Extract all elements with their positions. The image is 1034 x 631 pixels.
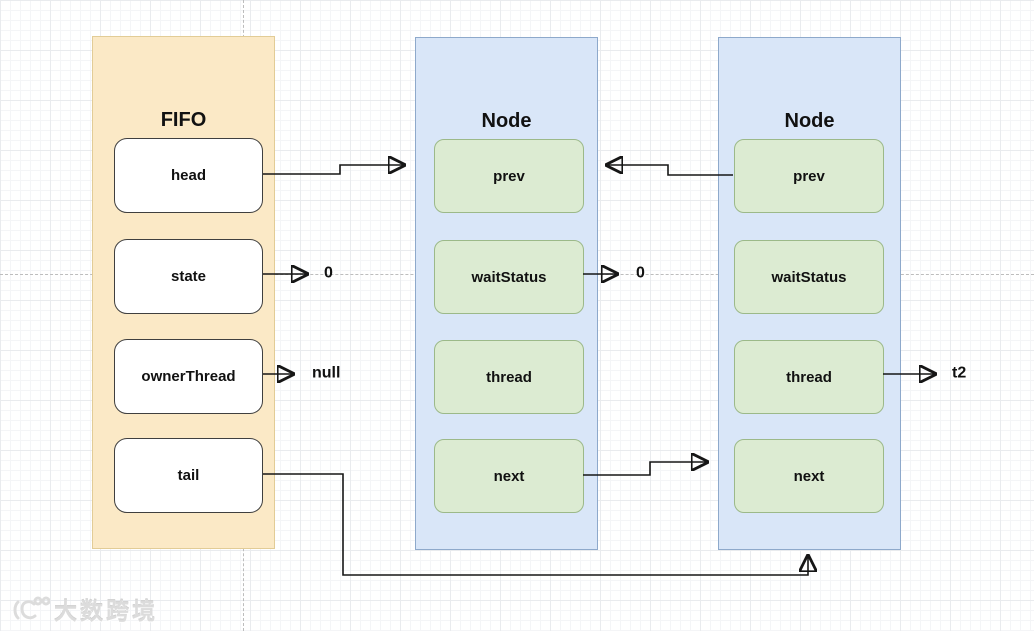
ownerthread-value-label: null [312,364,341,382]
waitstatus-value-label: 0 [636,264,645,282]
state-value-label: 0 [324,264,333,282]
edge-node2-prev-to-node1-prev [607,165,733,176]
node2-field-prev: prev [734,139,884,213]
node1-field-waitstatus: waitStatus [434,240,584,314]
node2-field-thread: thread [734,340,884,414]
node1-field-thread: thread [434,340,584,414]
node1-field-prev: prev [434,139,584,213]
edge-head-to-node1-prev [263,165,404,175]
node2-column: Node prev waitStatus thread next [718,37,901,550]
edge-node1-next-to-node2-next [583,462,707,476]
fifo-column: FIFO head state ownerThread tail [92,36,275,549]
node1-column-title: Node [481,110,532,132]
fifo-field-ownerthread: ownerThread [114,339,263,414]
watermark: 大数跨境 [10,592,158,626]
node2-column-title: Node [784,110,835,132]
node2-field-next: next [734,439,884,513]
watermark-text: 大数跨境 [54,598,158,624]
fifo-column-title: FIFO [160,109,207,131]
node2-field-waitstatus: waitStatus [734,240,884,314]
thread-value-label: t2 [952,364,967,382]
fifo-field-state: state [114,239,263,314]
node1-column: Node prev waitStatus thread next [415,37,598,550]
node1-field-next: next [434,439,584,513]
watermark-hundred-logo-icon [13,596,50,620]
fifo-field-tail: tail [114,438,263,513]
fifo-field-head: head [114,138,263,213]
